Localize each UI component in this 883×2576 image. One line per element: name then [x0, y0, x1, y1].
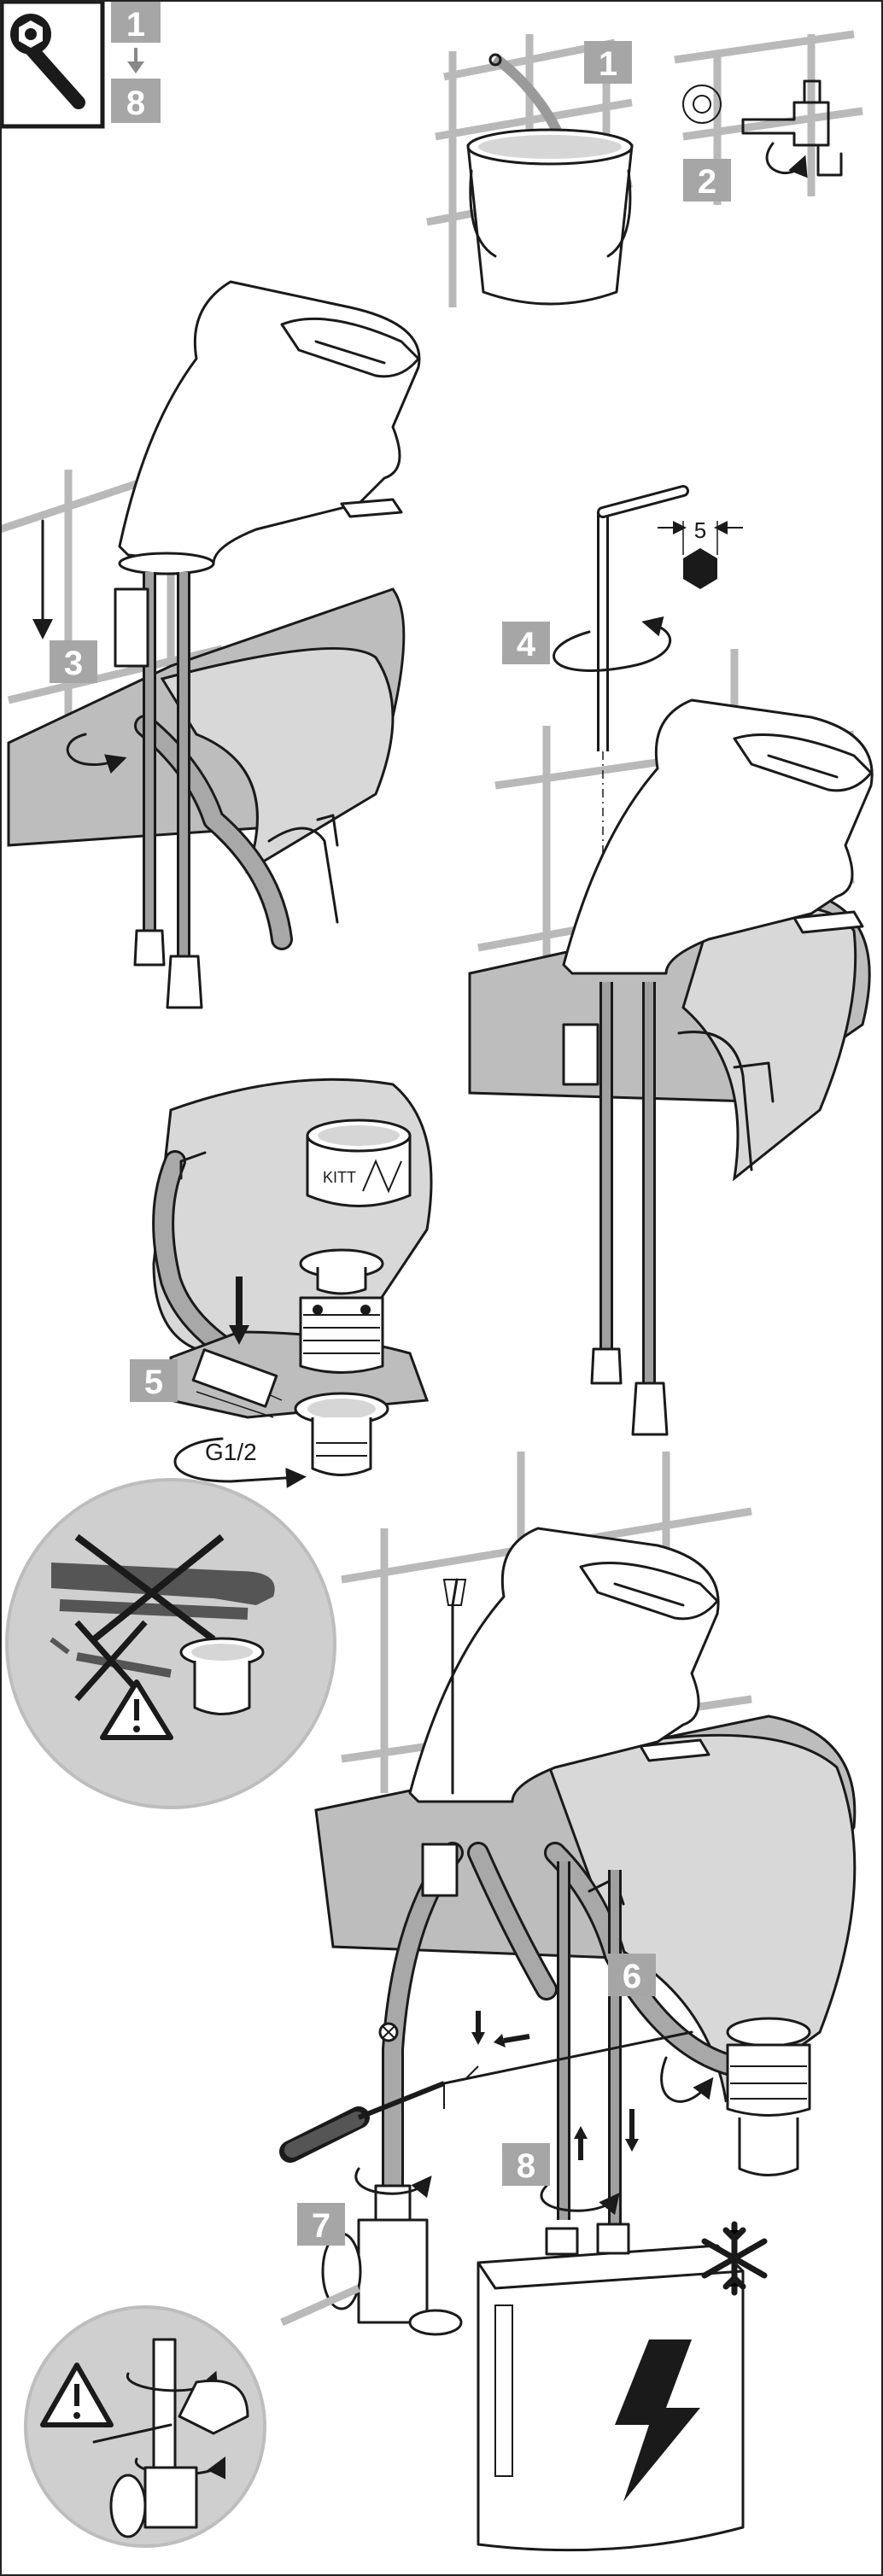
step-6-label: 6 — [623, 1958, 641, 1995]
step-3-mount-faucet: 3 — [0, 280, 421, 1009]
step-2-insert-seal: 2 — [674, 30, 863, 205]
header-step-to: 8 — [126, 85, 145, 122]
step-5-install-waste: KITT G1/2 5 — [130, 1078, 433, 1488]
step-8-label: 8 — [517, 2147, 535, 2185]
hand-tighten-warning — [24, 2305, 266, 2548]
crossed-out-tools-icon — [50, 1533, 275, 1702]
warning-triangle-icon — [40, 2363, 114, 2427]
step-1-flush-pipes: 1 — [426, 34, 634, 307]
tail-piece — [191, 1348, 389, 1476]
snowflake-icon — [701, 2221, 768, 2296]
step-4-tighten-lever: 5 4 — [468, 485, 874, 1436]
final-assembly: 6 7 8 — [279, 1452, 857, 2552]
fitting-detail — [179, 1637, 265, 1715]
putty-label: KITT — [323, 1169, 356, 1186]
putty-tin: KITT — [306, 1119, 412, 1207]
waste-valve — [299, 1248, 384, 1374]
step-7-label: 7 — [312, 2207, 330, 2245]
assembly-waste-valve — [726, 2017, 811, 2176]
step-1-label: 1 — [599, 45, 617, 83]
step-5-label: 5 — [144, 1364, 163, 1401]
thread-label: G1/2 — [205, 1439, 257, 1465]
water-heater — [477, 2223, 745, 2552]
no-tools-warning — [5, 1478, 336, 1809]
hex-size-indicator: 5 — [658, 517, 743, 589]
hex-key — [597, 485, 689, 751]
screwdriver — [279, 2081, 446, 2163]
header-step-from: 1 — [126, 6, 145, 44]
hex-size-label: 5 — [694, 517, 706, 543]
step-3-label: 3 — [64, 645, 83, 682]
step-4-label: 4 — [517, 626, 536, 663]
step-2-label: 2 — [698, 163, 716, 201]
wrench-icon — [10, 14, 85, 109]
header-step-range: 1 8 — [111, 2, 161, 123]
warning-triangle-icon — [100, 1679, 173, 1740]
header-tool-badge — [0, 0, 105, 129]
lightning-icon — [615, 2339, 700, 2502]
